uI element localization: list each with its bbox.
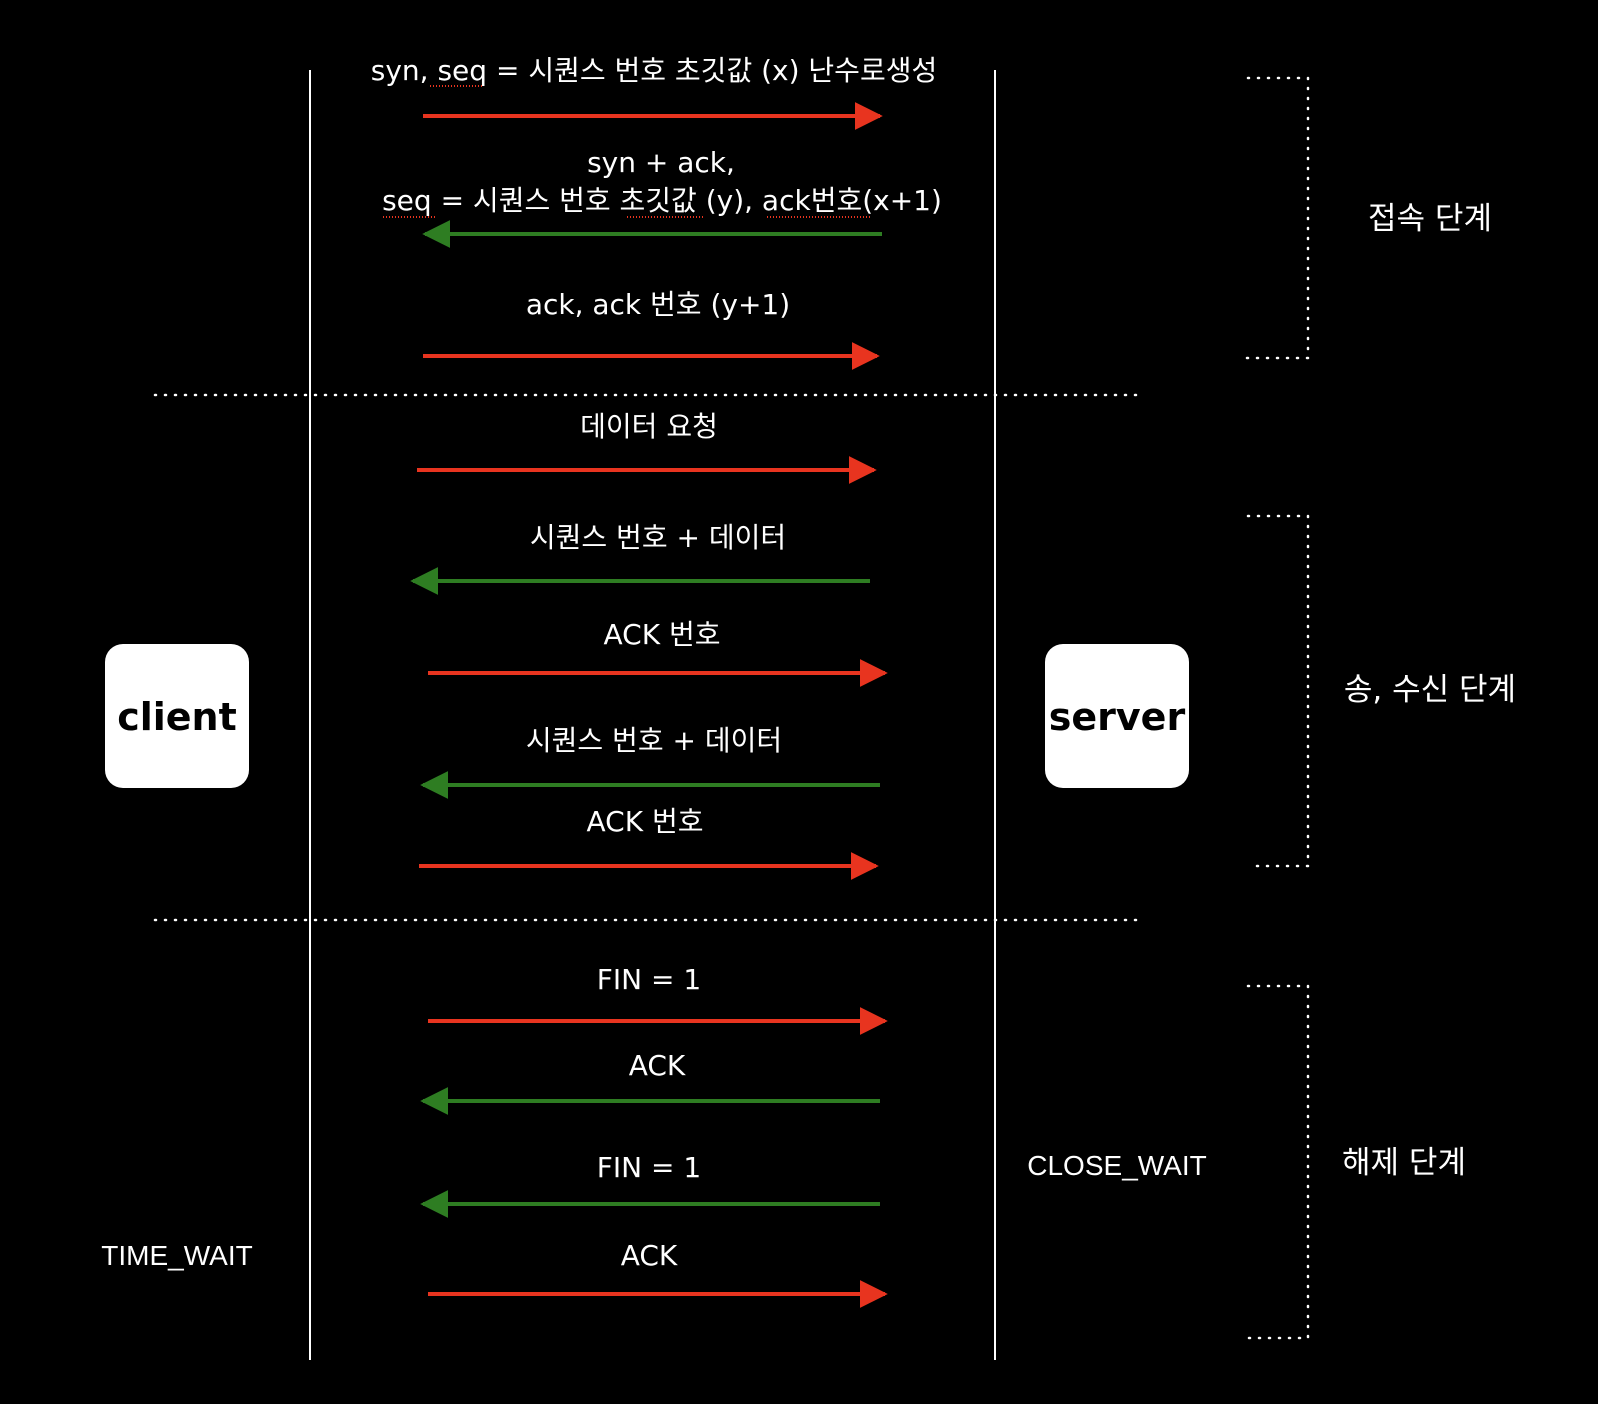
- phase-label-release: 해제 단계: [1342, 1145, 1466, 1181]
- server-label: server: [1049, 695, 1186, 739]
- message-label-12: ACK: [621, 1239, 678, 1272]
- message-label-7: 시퀀스 번호 + 데이터: [526, 724, 782, 757]
- phase-label-transfer: 송, 수신 단계: [1344, 672, 1516, 708]
- server-box: server: [1045, 644, 1189, 788]
- message-label-9: FIN = 1: [597, 963, 701, 996]
- message-label-1: syn, seq = 시퀀스 번호 초깃값 (x) 난수로생성: [371, 54, 937, 87]
- phase-bracket-release: [1246, 984, 1310, 1340]
- client-label: client: [117, 695, 237, 739]
- message-label-2a: syn + ack,: [587, 146, 735, 179]
- message-label-2b: seq = 시퀀스 번호 초깃값 (y), ack번호(x+1): [382, 184, 942, 217]
- phase-bracket-connect: [1243, 76, 1310, 360]
- client-state: TIME_WAIT: [101, 1240, 252, 1271]
- message-label-5: 시퀀스 번호 + 데이터: [530, 521, 786, 554]
- phase-label-connect: 접속 단계: [1368, 201, 1492, 237]
- message-label-3: ack, ack 번호 (y+1): [526, 288, 790, 321]
- message-label-11: FIN = 1: [597, 1151, 701, 1184]
- phase-bracket-transfer: [1246, 514, 1310, 868]
- client-box: client: [105, 644, 249, 788]
- message-label-4: 데이터 요청: [580, 410, 718, 443]
- server-state: CLOSE_WAIT: [1027, 1150, 1206, 1181]
- message-label-8: ACK 번호: [587, 805, 704, 838]
- message-label-10: ACK: [629, 1049, 686, 1082]
- message-label-6: ACK 번호: [604, 618, 721, 651]
